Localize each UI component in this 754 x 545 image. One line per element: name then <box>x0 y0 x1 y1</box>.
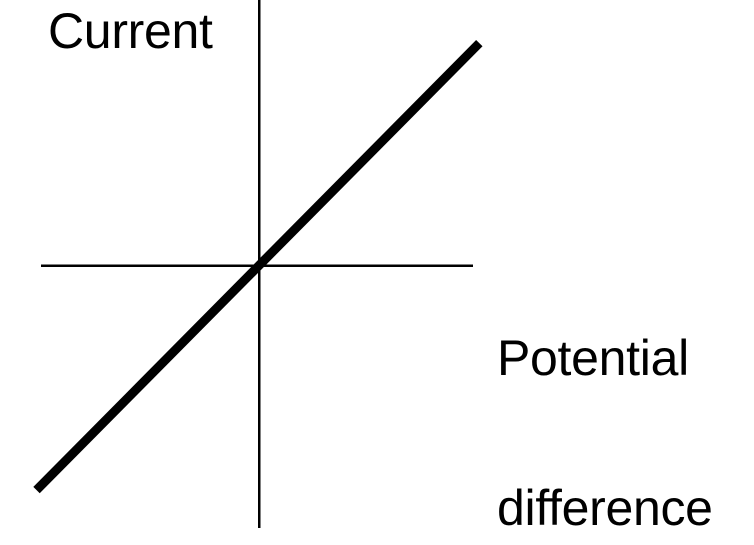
y-axis-label: Current <box>48 3 213 59</box>
x-axis-label-line-2: difference <box>497 480 713 536</box>
x-axis-label: Potential difference <box>497 233 713 545</box>
data-line-current-vs-pd <box>33 39 483 494</box>
x-axis-label-line-1: Potential <box>497 330 689 386</box>
